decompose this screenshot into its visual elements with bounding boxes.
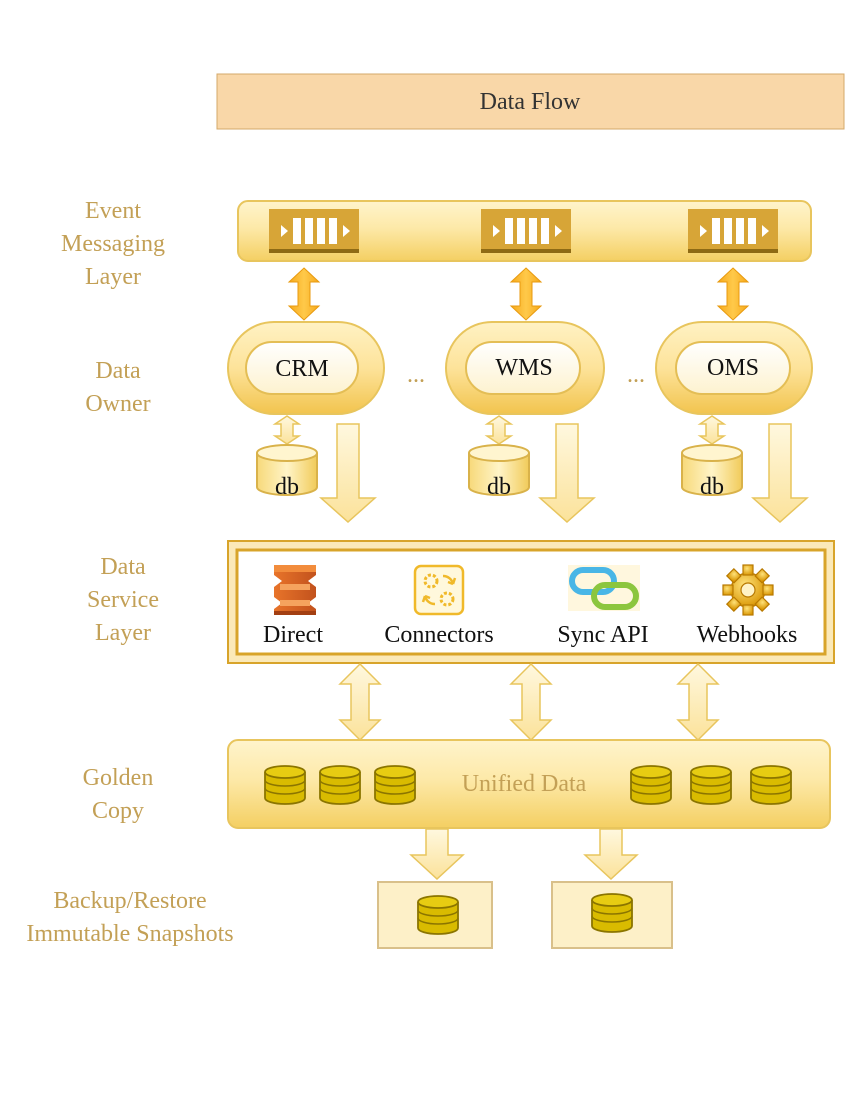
owner-down-arrow [539,423,595,523]
orange-double-arrow [510,267,542,321]
service-connectors-label: Connectors [384,622,493,648]
backup-db-icon [417,895,459,935]
gears-exchange-icon [413,564,465,616]
orange-double-arrow [288,267,320,321]
golden-copy-layer-label: Golden Copy [82,765,154,824]
db-label: db [275,474,299,500]
service-golden-arrow [510,663,552,741]
owner-down-arrow [752,423,808,523]
queue-icon [688,209,778,253]
owner-db-arrow [486,415,512,445]
event-messaging-layer-label: Event Messaging Layer [61,198,165,290]
golden-db-icon [264,765,306,805]
ellipsis: ... [407,362,425,388]
service-golden-arrow [339,663,381,741]
gear-icon [722,564,774,616]
owner-oms: OMS [655,321,813,415]
title-text: Data Flow [480,89,581,115]
golden-db-icon [374,765,416,805]
orange-double-arrow [717,267,749,321]
ellipsis: ... [627,362,645,388]
golden-db-icon [750,765,792,805]
owner-db-arrow [699,415,725,445]
backup-down-arrow [584,828,638,880]
backup-down-arrow [410,828,464,880]
golden-copy-panel [227,739,831,829]
owner-down-arrow [320,423,376,523]
data-service-layer-label: Data Service Layer [87,554,159,646]
owner-db-arrow [274,415,300,445]
data-service-inner [235,548,827,656]
owner-oms-label: OMS [707,355,759,381]
service-webhooks-label: Webhooks [697,622,798,648]
stacked-layers-icon [274,565,316,615]
owner-wms-label: WMS [495,355,552,381]
title-box [216,73,845,130]
unified-data-label: Unified Data [462,771,587,797]
queue-icon [481,209,571,253]
backup-layer-label: Backup/Restore Immutable Snapshots [26,888,234,947]
golden-db-icon [319,765,361,805]
db-label: db [487,474,511,500]
golden-db-icon [630,765,672,805]
golden-db-icon [690,765,732,805]
owner-wms: WMS [445,321,605,415]
service-golden-arrow [677,663,719,741]
service-sync-api-label: Sync API [557,622,648,648]
owner-crm: CRM [227,321,385,415]
db-label: db [700,474,724,500]
queue-icon [269,209,359,253]
service-direct-label: Direct [263,622,323,648]
owner-crm-label: CRM [275,356,328,382]
data-owner-layer-label: Data Owner [85,358,151,417]
chain-link-icon [568,565,640,611]
backup-db-icon [591,893,633,933]
